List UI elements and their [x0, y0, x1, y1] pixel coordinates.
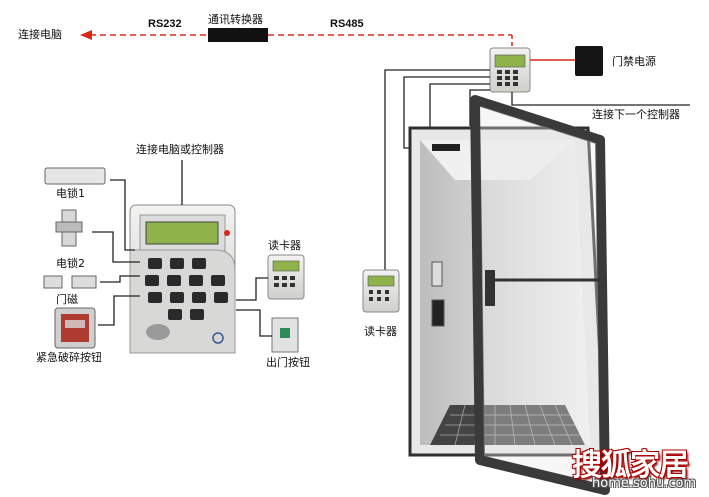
magnetic-lock-top: [432, 144, 460, 151]
electric-lock-1: [44, 167, 106, 185]
door-reader-plate: [431, 299, 445, 327]
label-pc: 连接电脑: [18, 28, 62, 41]
open-door: [470, 95, 610, 495]
controller-wires: [384, 69, 690, 270]
left-wires: [92, 179, 140, 326]
label-converter: 通讯转换器: [208, 13, 263, 26]
label-reader-left: 读卡器: [268, 239, 301, 252]
watermark-url: home.sohu.com: [592, 476, 697, 491]
rs-line: [80, 30, 513, 50]
power-supply-box: [575, 46, 603, 76]
door-exit-plate: [431, 261, 443, 287]
label-rs232: RS232: [148, 18, 182, 30]
door-reader-device: [362, 269, 400, 313]
label-reader-door: 读卡器: [364, 325, 397, 338]
label-exit-button: 出门按钮: [266, 356, 310, 369]
label-emergency: 紧急破碎按钮: [36, 351, 102, 364]
door-room: [408, 126, 607, 457]
arrow-left-icon: [80, 30, 92, 40]
label-pc-or-controller: 连接电脑或控制器: [136, 143, 224, 156]
label-rs485: RS485: [330, 18, 364, 30]
label-next-controller: 连接下一个控制器: [592, 108, 680, 121]
main-controller: [129, 204, 236, 354]
door-handle: [485, 270, 495, 306]
left-reader-device: [267, 254, 305, 300]
label-lock1: 电锁1: [56, 187, 85, 200]
converter-box: [208, 28, 268, 42]
left-devices: [43, 167, 106, 349]
exit-button-device: [271, 317, 299, 353]
label-magnet: 门磁: [56, 293, 78, 306]
label-lock2: 电锁2: [56, 257, 85, 270]
right-wires: [236, 277, 272, 337]
top-controller: [489, 47, 531, 93]
watermark-logo: 搜狐家居: [572, 448, 689, 483]
door-magnet: [43, 275, 63, 289]
label-power: 门禁电源: [612, 55, 656, 68]
